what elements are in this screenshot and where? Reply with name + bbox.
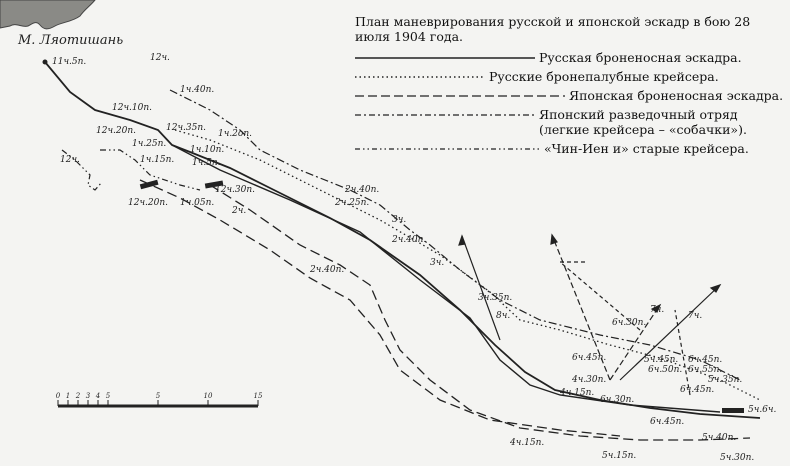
time-label: 12ч.20п.	[128, 198, 168, 208]
map-legend: План маневрирования русской и японской э…	[355, 14, 785, 160]
cape-label: М. Ляотишань	[17, 33, 123, 48]
time-label: 3ч.	[430, 258, 444, 268]
time-label: 12ч.10п.	[112, 103, 152, 113]
scale-tick-label: 1	[66, 392, 70, 400]
dashdotdot-line-swatch	[355, 148, 540, 150]
time-label: 7ч.	[650, 305, 664, 315]
scale-tick-label: 10	[204, 392, 213, 400]
legend-label: Русские бронепалубные крейсера.	[489, 69, 719, 84]
route-chin-yen	[100, 149, 201, 191]
scale-tick-label: 5	[106, 392, 111, 400]
time-label: 12ч.20п.	[96, 126, 136, 136]
scale-tick-label: 0	[56, 392, 61, 400]
legend-label: «Чин-Иен и» старые крейсера.	[544, 141, 749, 156]
time-label: 6ч.30п.	[612, 318, 646, 328]
legend-label: Японский разведочный отряд (легкие крейс…	[539, 107, 747, 137]
legend-item-japanese-battleships: Японская броненосная эскадра.	[355, 88, 785, 103]
time-label: 2ч.25п.	[334, 198, 369, 208]
scale-tick-label: 4	[95, 392, 100, 400]
legend-label: Японская броненосная эскадра.	[569, 88, 784, 103]
route-russian-battleships-b	[171, 144, 721, 413]
time-label: 5ч.45п.	[644, 355, 678, 365]
time-label: 5ч.30п.	[720, 453, 754, 463]
route-russian-cruisers	[174, 129, 761, 401]
solid-line-swatch	[355, 57, 535, 59]
time-label: 1ч.5п.	[192, 158, 221, 168]
time-label: 5ч.35п.	[708, 375, 742, 385]
route-japanese-battleships-b	[139, 179, 621, 437]
time-label: 2ч.40п.	[344, 185, 379, 195]
time-label: 12ч.30п.	[215, 185, 255, 195]
route-japanese-scouts	[169, 89, 741, 381]
legend-item-russian-battleships: Русская броненосная эскадра.	[355, 50, 785, 65]
time-label: 2ч.	[231, 206, 246, 216]
time-label: 6ч.45п.	[688, 355, 722, 365]
time-label: 2ч.40п.	[391, 235, 426, 245]
time-label: 1ч.2оп.	[218, 129, 252, 139]
scale-tick-label: 3	[86, 392, 91, 400]
legend-item-russian-cruisers: Русские бронепалубные крейсера.	[355, 69, 785, 84]
time-label: 4ч.15п.	[559, 388, 594, 398]
scale-tick-label: 5	[156, 392, 161, 400]
time-label: 12ч.35п.	[166, 123, 206, 133]
dashdot-line-swatch	[355, 114, 535, 116]
time-label: 5ч.6ч.	[748, 405, 777, 415]
time-label: 1ч.05п.	[180, 198, 214, 208]
scale-tick-label: 15	[254, 392, 263, 400]
time-label: 3ч.	[392, 215, 406, 225]
time-label: 6ч.55п.	[688, 365, 722, 375]
time-label: 1ч.10п.	[190, 145, 224, 155]
time-label: 12ч.	[60, 155, 80, 165]
time-label: 11ч.5п.	[52, 57, 86, 67]
time-label: 6ч.45п.	[650, 417, 684, 427]
time-label: 1ч.40п.	[180, 85, 214, 95]
scale-bar: 0 1 2 3 4 5 5 10 15	[56, 392, 263, 408]
time-label: 5ч.15п.	[602, 451, 636, 461]
legend-label: Русская броненосная эскадра.	[539, 50, 742, 65]
time-label: 7ч.	[688, 311, 702, 321]
scale-tick-label: 2	[75, 392, 81, 400]
route-russian-battleships	[44, 61, 761, 419]
time-label: 6ч.50п.	[648, 365, 682, 375]
time-label: 4ч.30п.	[571, 375, 606, 385]
time-label: 5ч.40п.	[702, 433, 736, 443]
time-labels: 11ч.5п. 12ч. 12ч.10п. 12ч.20п. 12ч. 1ч.4…	[52, 53, 777, 463]
ship-markers	[42, 59, 744, 413]
dashed-line-swatch	[355, 95, 565, 97]
coastline	[0, 0, 96, 30]
time-label: 6ч.45п.	[680, 385, 714, 395]
time-label: 12ч.	[150, 53, 170, 63]
dotted-line-swatch	[355, 76, 485, 78]
time-label: 8ч.	[496, 311, 510, 321]
legend-item-japanese-scouts: Японский разведочный отряд (легкие крейс…	[355, 107, 785, 137]
route-chin-yen-b	[61, 149, 103, 191]
time-label: 6ч.45п.	[572, 353, 606, 363]
time-label: 1ч.15п.	[140, 155, 174, 165]
map-title: План маневрирования русской и японской э…	[355, 14, 751, 44]
time-label: 6ч.30п.	[600, 395, 634, 405]
time-label: 2ч.40п.	[309, 265, 344, 275]
time-label: 3ч.35п.	[478, 293, 512, 303]
dispersal-arrows	[458, 233, 722, 396]
route-japanese-battleships	[209, 184, 751, 441]
time-label: 4ч.15п.	[509, 438, 544, 448]
legend-item-chin-yen: «Чин-Иен и» старые крейсера.	[355, 141, 785, 156]
time-label: 1ч.25п.	[132, 139, 166, 149]
